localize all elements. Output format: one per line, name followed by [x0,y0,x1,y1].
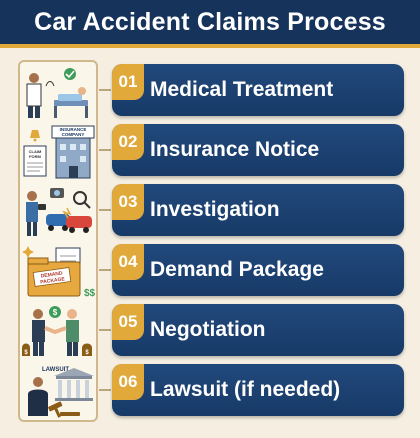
handshake-icon: $ $ $ [20,304,96,360]
connector-line [99,329,111,333]
svg-text:$$: $$ [84,288,96,299]
connector-line [99,389,111,393]
svg-text:LAWSUIT: LAWSUIT [42,367,69,373]
connector-line [99,89,111,93]
svg-text:$: $ [85,350,89,356]
step-number-badge: 05 [112,304,144,340]
doctor-patient-icon [20,66,96,122]
step-insurance-notice: 02 Insurance Notice [112,124,404,176]
title-underline [0,44,420,48]
svg-text:COMPANY: COMPANY [62,132,85,137]
step-number-badge: 02 [112,124,144,160]
svg-text:$: $ [24,350,28,356]
icon-column: INSURANCE COMPANY CLAIM FORM [18,60,98,422]
step-number-badge: 06 [112,364,144,400]
step-lawsuit: 06 Lawsuit (if needed) [112,364,404,416]
svg-text:DEMAND: DEMAND [40,270,63,279]
svg-text:PACKAGE: PACKAGE [40,276,66,285]
step-label: Negotiation [150,318,266,341]
insurance-company-icon: INSURANCE COMPANY CLAIM FORM [20,124,96,180]
step-label: Demand Package [150,258,324,281]
step-label: Lawsuit (if needed) [150,378,341,401]
step-number-badge: 03 [112,184,144,220]
step-label: Insurance Notice [150,138,320,161]
courthouse-gavel-icon: LAWSUIT [20,364,96,420]
connector-line [99,149,111,153]
page-title: Car Accident Claims Process [34,7,386,36]
svg-text:$: $ [53,308,58,317]
step-label: Medical Treatment [150,78,334,101]
title-bar: Car Accident Claims Process [0,0,420,44]
step-negotiation: 05 Negotiation [112,304,404,356]
step-medical-treatment: 01 Medical Treatment [112,64,404,116]
connector-line [99,209,111,213]
step-label: Investigation [150,198,280,221]
step-number-badge: 01 [112,64,144,100]
crash-investigation-icon [20,184,96,240]
svg-text:CLAIM: CLAIM [29,149,42,154]
connector-line [99,269,111,273]
svg-text:FORM: FORM [29,154,41,159]
step-number-badge: 04 [112,244,144,280]
svg-text:INSURANCE: INSURANCE [60,127,87,132]
demand-package-icon: DEMAND PACKAGE $$ [20,244,96,300]
step-investigation: 03 Investigation [112,184,404,236]
step-demand-package: 04 Demand Package [112,244,404,296]
